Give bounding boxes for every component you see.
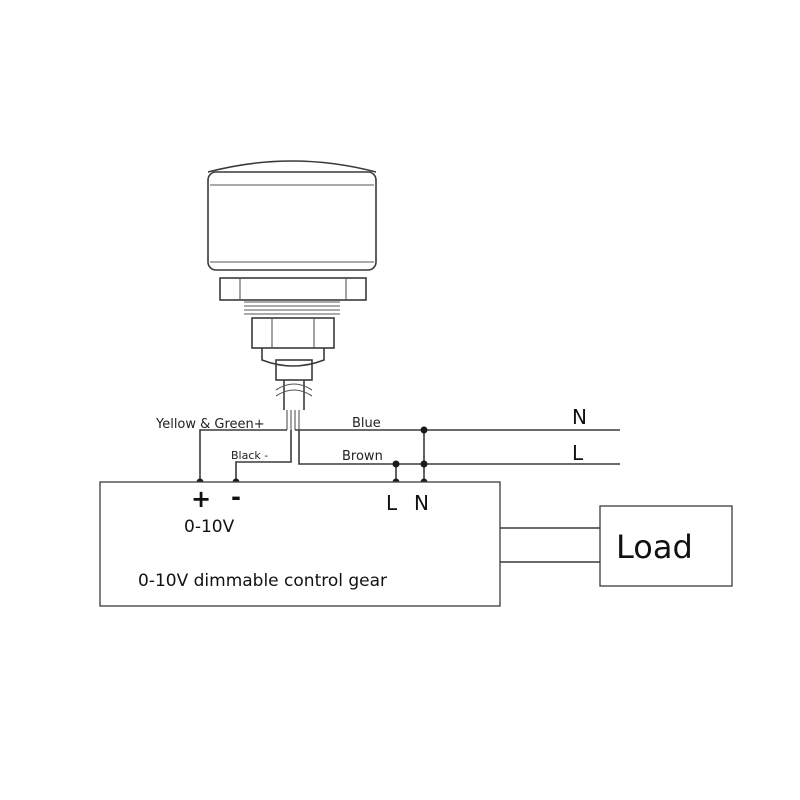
wire-yellow-green	[199, 429, 287, 482]
label-line-l: L	[572, 441, 584, 465]
terminal-minus-label: -	[231, 483, 241, 511]
junction-n	[420, 426, 428, 434]
label-line-n: N	[572, 405, 587, 429]
control-gear-label: 0-10V dimmable control gear	[138, 571, 387, 591]
load-label: Load	[616, 528, 693, 566]
label-blue: Blue	[352, 416, 381, 431]
wire-brown	[298, 430, 620, 465]
label-yellow-green: Yellow & Green+	[155, 417, 265, 432]
voltage-label: 0-10V	[184, 517, 235, 537]
load-box	[599, 505, 733, 587]
label-brown: Brown	[342, 449, 383, 464]
junction-n-cross	[420, 460, 428, 468]
label-black: Black -	[231, 449, 268, 462]
terminal-n-label: N	[414, 491, 429, 515]
junction-l	[392, 460, 400, 468]
sensor-device	[207, 160, 377, 430]
wire-black	[235, 430, 292, 482]
control-gear-box	[99, 481, 501, 607]
terminal-plus-label: +	[191, 485, 211, 513]
thread	[244, 301, 340, 315]
terminal-l-label: L	[386, 491, 398, 515]
